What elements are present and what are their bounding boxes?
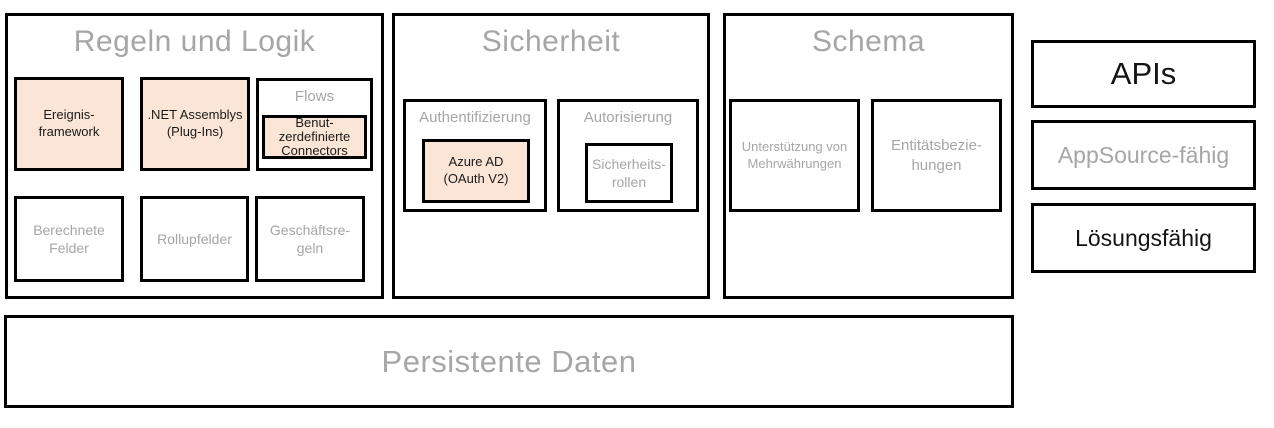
node-net-assemblies: .NET Assemblys (Plug-Ins)	[140, 77, 250, 171]
node-flows: Flows Benut- zerdefinierte Connectors	[256, 78, 373, 171]
section-title-persistent-data: Persistente Daten	[381, 343, 637, 379]
node-calculated-fields: Berechnete Felder	[14, 196, 124, 282]
section-schema: Schema Unterstützung von Mehrwährungen E…	[723, 13, 1014, 299]
node-event-framework: Ereignis- framework	[14, 77, 124, 171]
node-rollup-fields: Rollupfelder	[140, 196, 249, 282]
node-multicurrency-support: Unterstützung von Mehrwährungen	[729, 99, 860, 212]
node-security-roles: Sicherheits- rollen	[585, 143, 673, 203]
node-authorization: Autorisierung Sicherheits- rollen	[557, 99, 699, 212]
section-persistent-data: Persistente Daten	[4, 315, 1014, 408]
node-authorization-label: Autorisierung	[583, 109, 673, 126]
section-title-rules-and-logic: Regeln und Logik	[73, 25, 316, 58]
node-flows-label: Flows	[294, 88, 335, 105]
node-authentication-label: Authentifizierung	[419, 109, 531, 126]
section-security: Sicherheit Authentifizierung Azure AD (O…	[392, 13, 710, 299]
node-custom-connectors: Benut- zerdefinierte Connectors	[262, 115, 367, 159]
capability-appsource-ready: AppSource-fähig	[1031, 120, 1256, 190]
node-authentication: Authentifizierung Azure AD (OAuth V2)	[403, 99, 547, 212]
section-title-schema: Schema	[811, 25, 926, 58]
node-entity-relationships: Entitätsbezie- hungen	[871, 99, 1002, 212]
capability-apis: APIs	[1031, 40, 1256, 108]
node-business-rules: Geschäftsre- geln	[255, 196, 365, 282]
node-azure-ad: Azure AD (OAuth V2)	[422, 139, 530, 203]
section-title-security: Sicherheit	[481, 25, 621, 58]
capability-solution-aware: Lösungsfähig	[1031, 203, 1256, 273]
section-rules-and-logic: Regeln und Logik Ereignis- framework .NE…	[5, 13, 384, 299]
